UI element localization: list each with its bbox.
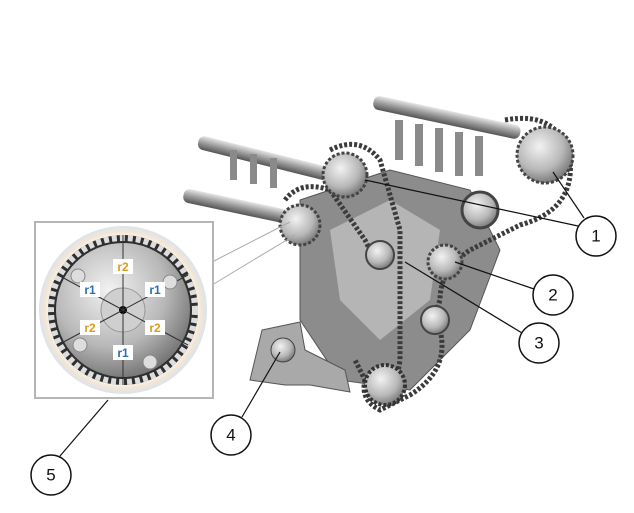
callout-1: 1 <box>575 215 617 257</box>
inset-zoom-line <box>211 234 296 286</box>
inset-label-r2-left: r2 <box>80 320 100 335</box>
svg-text:r2: r2 <box>117 260 129 274</box>
detail-inset-sprocket: r2 r1 r1 r2 r2 r1 <box>34 221 214 399</box>
callout-5: 5 <box>30 454 72 496</box>
inset-label-r2-top: r2 <box>113 259 133 274</box>
callout-4: 4 <box>210 414 252 456</box>
inset-label-r1-bottom: r1 <box>113 345 133 360</box>
svg-text:4: 4 <box>226 426 235 445</box>
inset-label-r2-right: r2 <box>145 320 165 335</box>
svg-text:r2: r2 <box>84 321 96 335</box>
svg-text:2: 2 <box>548 286 557 305</box>
sprockets <box>278 125 575 407</box>
svg-text:3: 3 <box>534 334 543 353</box>
callout-3: 3 <box>518 322 560 364</box>
engine-assembly <box>183 96 575 413</box>
inset-label-r1-left: r1 <box>80 282 100 297</box>
svg-text:1: 1 <box>591 227 600 246</box>
svg-text:r1: r1 <box>149 283 161 297</box>
svg-text:r1: r1 <box>84 283 96 297</box>
svg-text:r1: r1 <box>117 346 129 360</box>
inset-label-r1-right: r1 <box>145 282 165 297</box>
camshafts <box>183 96 521 226</box>
svg-text:r2: r2 <box>149 321 161 335</box>
inset-zoom-line <box>211 221 291 263</box>
leader-lines <box>59 171 585 457</box>
svg-text:5: 5 <box>46 466 55 485</box>
callout-2: 2 <box>532 274 574 316</box>
